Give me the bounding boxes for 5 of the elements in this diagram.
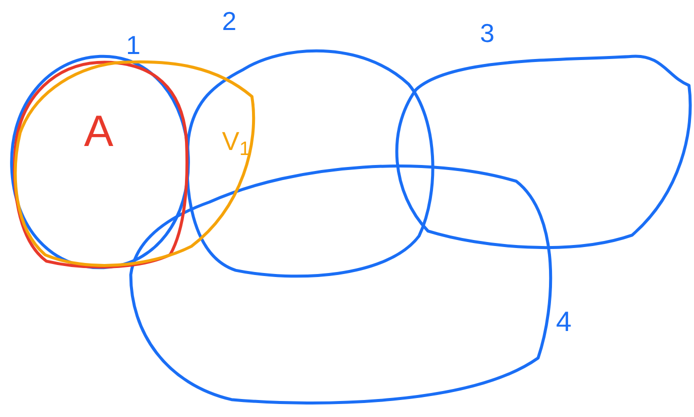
region-label: 2 bbox=[222, 8, 236, 34]
region-label: 3 bbox=[480, 20, 494, 46]
region-label: 1 bbox=[126, 32, 140, 58]
region-label: A bbox=[84, 110, 114, 154]
region-label: 4 bbox=[556, 308, 572, 336]
